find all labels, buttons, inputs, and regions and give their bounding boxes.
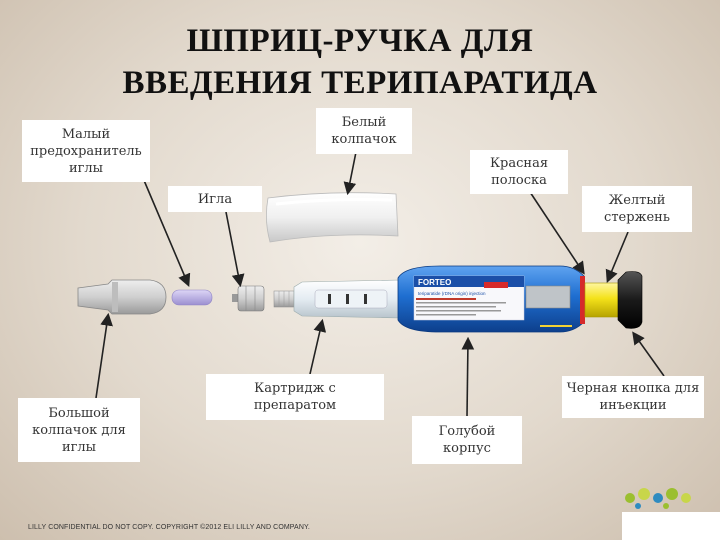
white-pen-cap — [266, 192, 399, 243]
decorative-logo — [625, 488, 691, 509]
blue-pen-body: FORTEO teriparatide (rDNA origin) inject… — [397, 265, 585, 333]
arrow-cartridge — [309, 318, 327, 375]
title-line-1: ШПРИЦ-РУЧКА ДЛЯ — [186, 23, 534, 59]
title-line-2: ВВЕДЕНИЯ ТЕРИПАРАТИДА — [122, 65, 598, 101]
corner-white-box — [622, 512, 720, 540]
label-red-stripe: Красная полоска — [470, 150, 568, 194]
red-stripe — [580, 276, 585, 324]
needle-hub — [232, 285, 265, 312]
page-title: ШПРИЦ-РУЧКА ДЛЯ ВВЕДЕНИЯ ТЕРИПАРАТИДА — [0, 20, 720, 104]
pen-tip — [273, 290, 295, 308]
label-cartridge: Картридж с препаратом — [206, 374, 384, 420]
cartridge-holder — [293, 279, 401, 319]
small-needle-cap — [171, 289, 213, 306]
label-needle: Игла — [168, 186, 262, 212]
pointer-arrows — [95, 151, 665, 417]
label-blue-body: Голубой корпус — [412, 416, 522, 464]
arrow-blue-body — [461, 336, 475, 417]
label-small-needle-cap: Малый предохранитель иглы — [22, 120, 150, 182]
label-black-button: Черная кнопка для инъекции — [562, 376, 704, 418]
arrow-white-cap — [343, 151, 357, 196]
arrow-small-cap — [142, 177, 191, 287]
black-injection-button — [617, 271, 643, 329]
arrow-black-button — [632, 331, 665, 377]
arrow-red-stripe — [529, 191, 585, 275]
pen-subtitle: teriparatide (rDNA origin) injection — [418, 291, 486, 296]
arrow-big-cap — [95, 312, 113, 399]
big-needle-cap — [77, 279, 167, 315]
arrow-yellow-rod — [605, 231, 629, 283]
yellow-plunger — [584, 282, 620, 318]
label-yellow-rod: Желтый стержень — [582, 186, 692, 232]
label-white-cap: Белый колпачок — [316, 108, 412, 154]
label-big-needle-cap: Большой колпачок для иглы — [18, 398, 140, 462]
arrow-needle — [225, 211, 245, 288]
copyright-footer: LILLY CONFIDENTIAL DO NOT COPY. COPYRIGH… — [28, 524, 310, 531]
pen-brand: FORTEO — [418, 278, 451, 287]
